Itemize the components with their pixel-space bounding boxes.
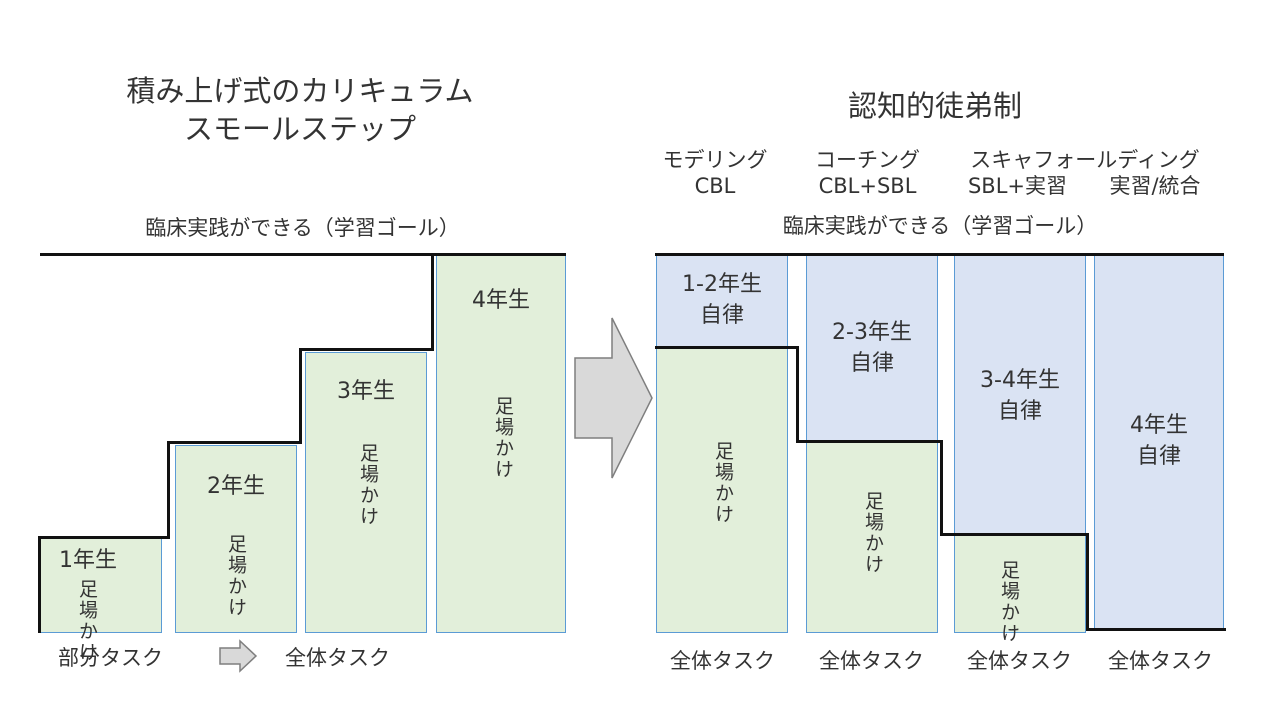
stair-line (940, 533, 1088, 536)
left-title: 積み上げ式のカリキュラム スモールステップ (60, 72, 540, 148)
stage-coaching: コーチング CBL+SBL (800, 147, 935, 199)
col3-scaffold: 足場かけ (954, 535, 1086, 644)
left-title-line2: スモールステップ (183, 112, 416, 146)
stair-line (431, 253, 434, 351)
left-year4-label: 4年生 (472, 288, 530, 313)
left-title-line1: 積み上げ式のカリキュラム (126, 74, 474, 108)
stair-line (38, 536, 41, 633)
left-box-year2: 2年生 足場かけ (175, 445, 297, 633)
right-arrow-icon (219, 639, 258, 673)
stair-line (1086, 533, 1089, 631)
col3-autonomy: 3-4年生 自律 (954, 255, 1086, 535)
left-goal-label: 臨床実践ができる（学習ゴール） (145, 216, 460, 240)
col4-task-label: 全体タスク (1108, 649, 1213, 673)
stage-coaching-name: コーチング (815, 148, 920, 172)
left-footer-whole-task: 全体タスク (285, 646, 390, 670)
right-arrow-icon (574, 317, 653, 479)
col4-year-label: 4年生 (1130, 413, 1188, 438)
stair-line (299, 348, 302, 444)
col2-year-label: 2-3年生 (832, 320, 912, 345)
stage-scaffolding-method-b: 実習/統合 (1109, 174, 1201, 198)
left-box-year3: 3年生 足場かけ (305, 352, 427, 633)
stage-coaching-method: CBL+SBL (818, 174, 917, 198)
col3-autonomy-label: 自律 (997, 399, 1042, 424)
stair-line (167, 441, 170, 539)
stair-line (167, 441, 302, 444)
col1-scaffold: 足場かけ (656, 348, 788, 633)
left-goal-line (40, 253, 566, 256)
left-year3-scaffold: 足場かけ (357, 443, 379, 527)
col3-task-label: 全体タスク (967, 649, 1072, 673)
stair-line (655, 346, 798, 349)
col2-autonomy-label: 自律 (849, 351, 894, 376)
col2-task-label: 全体タスク (819, 649, 924, 673)
right-goal-line (655, 253, 1224, 256)
stair-line (299, 348, 434, 351)
left-year4-scaffold: 足場かけ (492, 396, 514, 480)
left-box-year4: 4年生 足場かけ (436, 255, 566, 633)
col1-task-label: 全体タスク (670, 649, 775, 673)
col4-autonomy-label: 自律 (1136, 444, 1181, 469)
col1-autonomy: 1-2年生 自律 (656, 255, 788, 348)
col4-autonomy: 4年生 自律 (1094, 255, 1224, 630)
col2-scaffold: 足場かけ (806, 442, 938, 633)
left-year2-label: 2年生 (207, 474, 265, 499)
stage-scaffolding-method-a: SBL+実習 (967, 174, 1068, 198)
col1-autonomy-label: 自律 (699, 303, 744, 328)
col3-year-label: 3-4年生 (980, 368, 1060, 393)
left-year1-label: 1年生 (59, 548, 117, 573)
stage-modeling-method: CBL (694, 174, 736, 198)
left-footer-part-task: 部分タスク (58, 646, 163, 670)
col3-scaffold-label: 足場かけ (998, 560, 1020, 644)
stair-line (1086, 628, 1226, 631)
stair-line (940, 440, 943, 536)
stage-modeling-name: モデリング (662, 148, 768, 172)
col2-autonomy: 2-3年生 自律 (806, 255, 938, 442)
stair-line (796, 346, 799, 443)
right-title: 認知的徒弟制 (847, 89, 1022, 123)
left-year2-scaffold: 足場かけ (225, 534, 247, 618)
stage-scaffolding-name: スキャフォールディング (970, 148, 1200, 172)
col2-scaffold-label: 足場かけ (862, 491, 884, 575)
right-goal-label: 臨床実践ができる（学習ゴール） (782, 214, 1098, 238)
col1-year-label: 1-2年生 (682, 272, 762, 297)
col1-scaffold-label: 足場かけ (712, 441, 734, 525)
stair-line (38, 536, 170, 539)
left-year3-label: 3年生 (337, 379, 395, 404)
stage-modeling: モデリング CBL (650, 147, 780, 199)
stair-line (796, 440, 942, 443)
